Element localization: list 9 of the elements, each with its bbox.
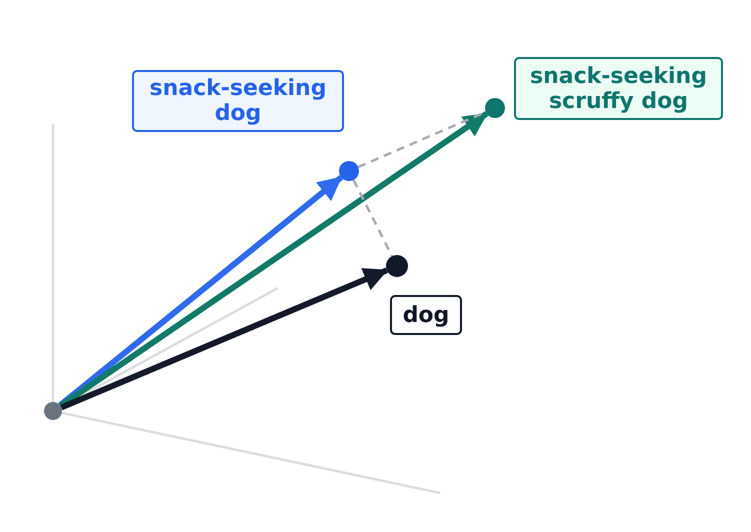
vector-endpoint-dot xyxy=(485,98,505,118)
origin-dot xyxy=(44,402,62,420)
vector-label: snack-seeking scruffy dog xyxy=(514,57,723,120)
vector-label: dog xyxy=(390,295,462,335)
vector-endpoint-dot xyxy=(386,255,408,277)
vector-arrow xyxy=(60,268,388,410)
vector-endpoint-dot xyxy=(339,161,359,181)
vector-label: snack-seeking dog xyxy=(132,70,344,132)
dashed-connector xyxy=(352,179,394,257)
